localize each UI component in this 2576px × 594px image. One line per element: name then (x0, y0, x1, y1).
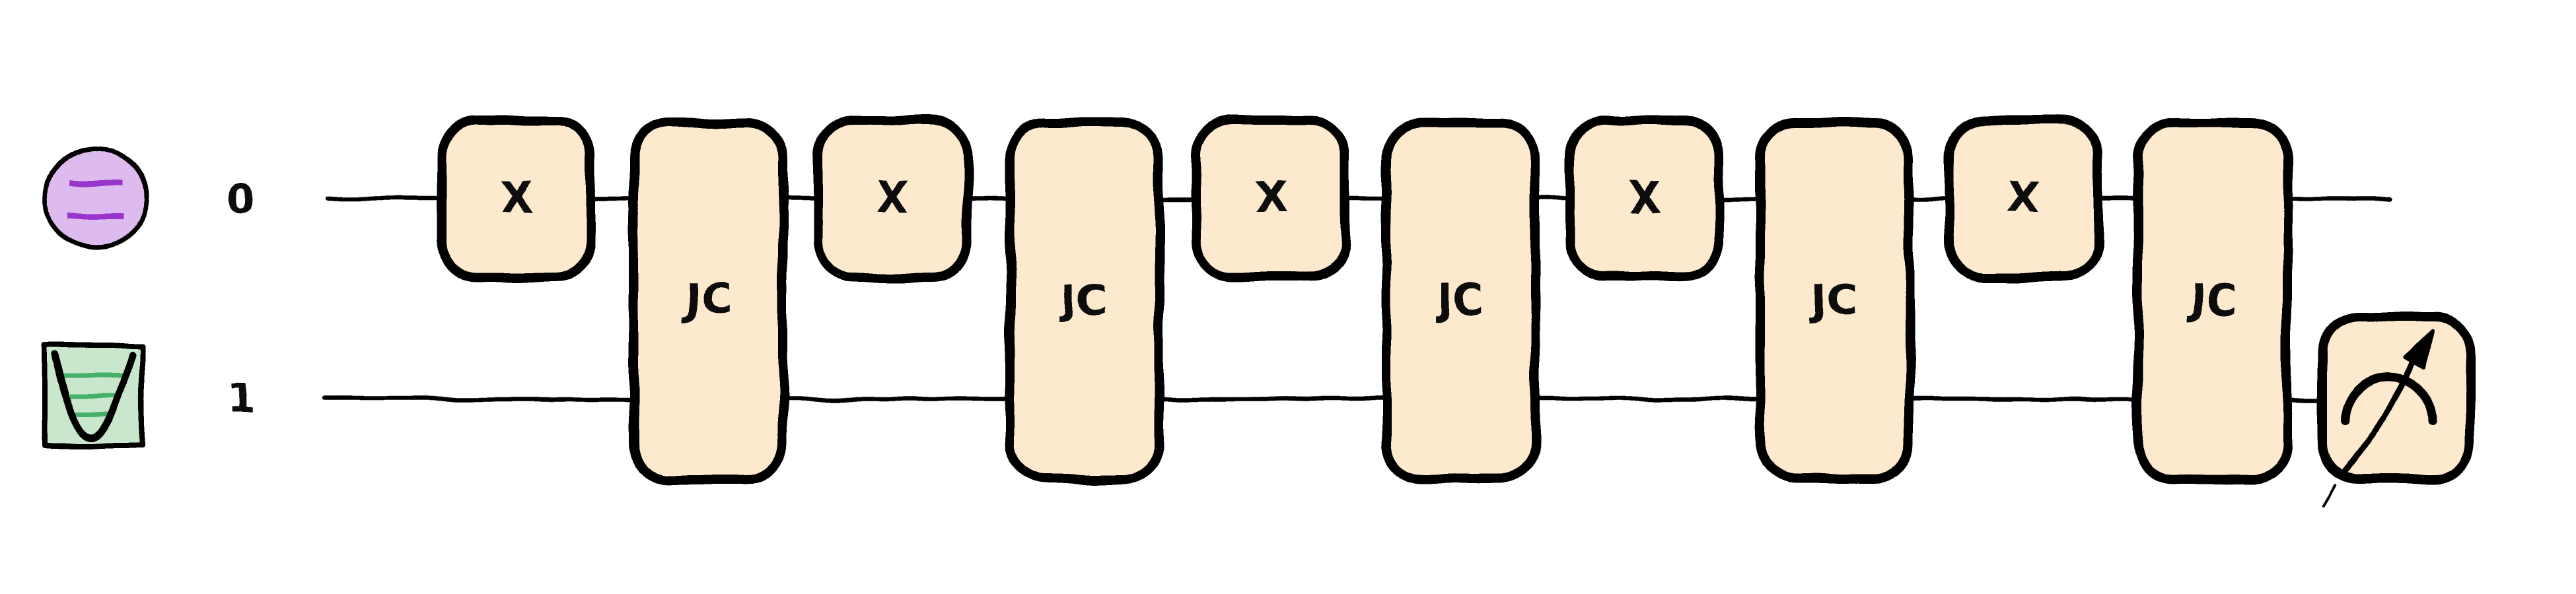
wire-label-1: 1 (227, 376, 254, 422)
jc-gate: JC (1005, 118, 1164, 484)
gate-label: X (1254, 174, 1287, 222)
gate-label: X (877, 174, 909, 222)
x-gate: X (1945, 116, 2103, 282)
gate-box (1945, 116, 2103, 282)
qubit-icon (42, 145, 148, 250)
jc-gate: JC (1382, 118, 1540, 484)
x-gate: X (1192, 116, 1350, 282)
gate-box (1756, 118, 1914, 484)
x-gate: X (437, 116, 596, 282)
gate-box (2133, 118, 2292, 484)
wire-label-0: 0 (227, 176, 254, 222)
gate-box (1192, 116, 1350, 282)
qubit-circle (42, 145, 148, 250)
gauge-icon (2322, 329, 2437, 508)
gate-label: X (2007, 174, 2040, 222)
gate-box (1565, 116, 1724, 282)
jc-gate: JC (629, 118, 787, 484)
gate-label: JC (1435, 276, 1485, 325)
gate-box (1005, 118, 1164, 484)
gate-label: JC (1809, 276, 1859, 325)
gauge-arc (2340, 372, 2437, 426)
gauge-needle-arrowhead-icon (2403, 329, 2434, 370)
x-gate: X (1565, 116, 1724, 282)
measurement-gate (2318, 312, 2475, 508)
jc-gate: JC (2133, 118, 2292, 484)
gate-box (1382, 118, 1540, 484)
gate-label: X (500, 174, 532, 222)
gate-label: JC (682, 276, 732, 325)
gauge-needle-tail (2322, 483, 2337, 508)
gate-label: X (1628, 174, 1661, 222)
x-gate: X (814, 116, 972, 282)
qumode-well-curve (52, 350, 135, 441)
jc-gate: JC (1756, 118, 1914, 484)
gate-label: JC (1059, 276, 1108, 325)
gate-box (437, 116, 596, 282)
gate-label: JC (2187, 276, 2236, 325)
qumode-icon (42, 343, 145, 448)
gate-box (814, 116, 972, 282)
gate-box (629, 118, 787, 484)
